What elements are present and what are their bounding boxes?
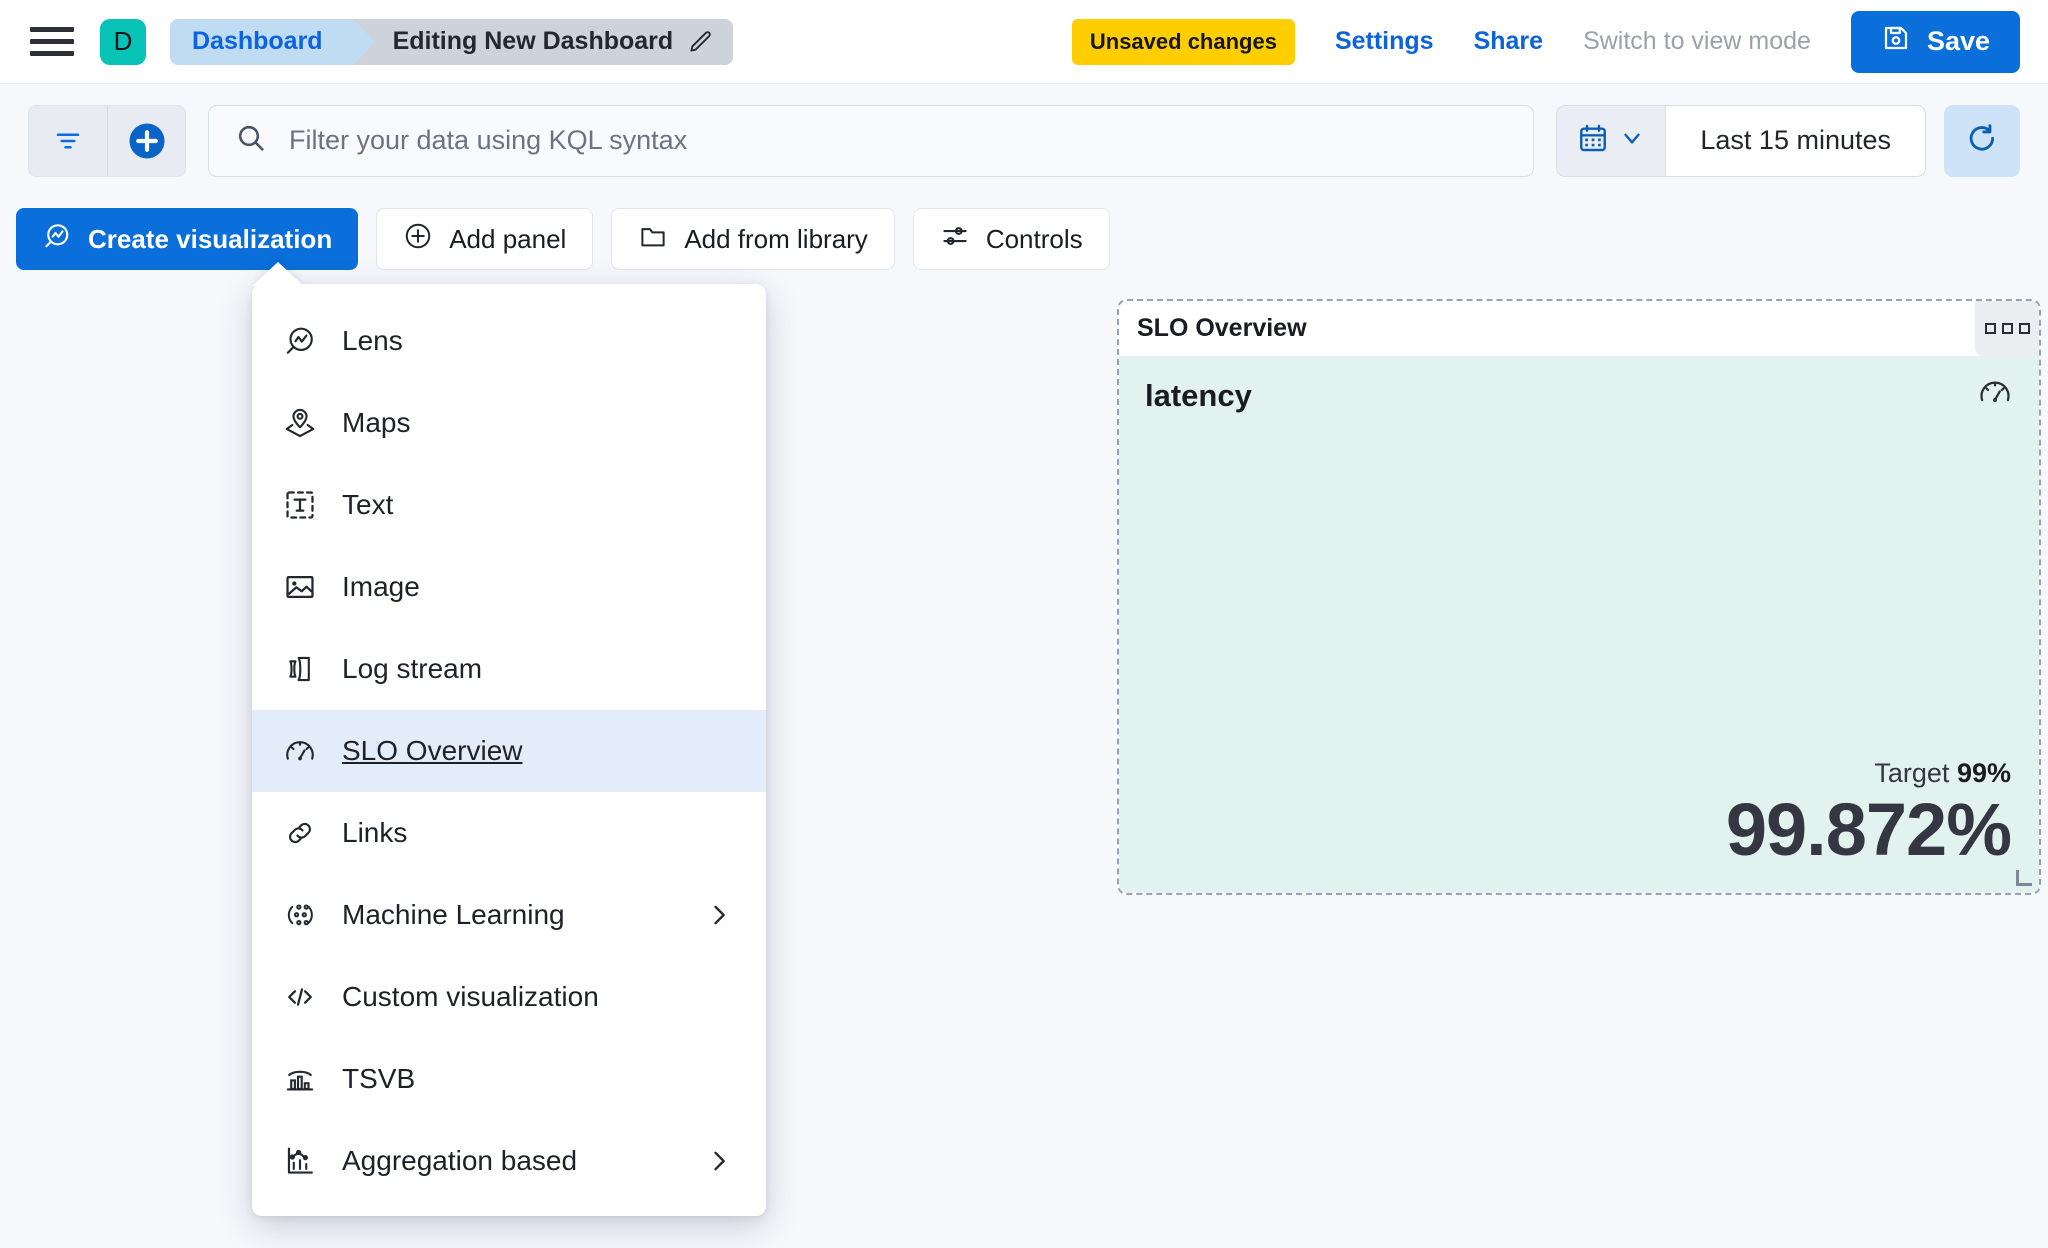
text-box-icon [280, 485, 320, 525]
controls-label: Controls [985, 223, 1083, 254]
search-input-placeholder: Filter your data using KQL syntax [289, 125, 688, 155]
gauge-icon [280, 731, 320, 771]
share-link[interactable]: Share [1473, 27, 1544, 55]
chevron-right-icon [704, 900, 734, 930]
search-input[interactable]: Filter your data using KQL syntax [208, 104, 1535, 177]
slo-name: latency [1145, 378, 1252, 413]
add-from-library-label: Add from library [684, 223, 868, 254]
breadcrumb-item-dashboard[interactable]: Dashboard [170, 18, 375, 65]
date-quick-select-button[interactable] [1557, 105, 1667, 176]
menu-item-slo-overview[interactable]: SLO Overview [252, 710, 766, 792]
link-icon [280, 813, 320, 853]
refresh-icon [1965, 122, 1999, 159]
panel-title: SLO Overview [1137, 314, 1307, 342]
menu-item-lens[interactable]: Lens [252, 300, 766, 382]
menu-item-label: Custom visualization [342, 981, 599, 1012]
avatar[interactable]: D [100, 18, 146, 65]
date-range-picker: Last 15 minutes [1556, 104, 1926, 177]
menu-item-links[interactable]: Links [252, 792, 766, 874]
hamburger-icon[interactable] [30, 19, 76, 65]
panel-options-icon[interactable] [1975, 301, 2039, 356]
add-filter-button[interactable] [107, 105, 185, 176]
breadcrumb-dashboard-label: Dashboard [192, 27, 323, 55]
menu-item-text[interactable]: Text [252, 464, 766, 546]
plus-circle-icon [403, 221, 433, 258]
top-header: D Dashboard Editing New Dashboard Unsave… [0, 0, 2048, 84]
lens-icon [280, 321, 320, 361]
menu-item-label: Machine Learning [342, 899, 565, 930]
create-visualization-label: Create visualization [88, 223, 333, 254]
menu-item-label: Links [342, 817, 408, 848]
slo-target-label: Target [1874, 758, 1950, 789]
filter-icon[interactable] [29, 106, 107, 176]
dashboard-panel-slo-overview[interactable]: SLO Overview latency Target 99% 99.872% [1117, 299, 2041, 895]
add-panel-label: Add panel [449, 223, 567, 254]
menu-item-maps[interactable]: Maps [252, 382, 766, 464]
add-panel-menu: Lens Maps Text [252, 284, 766, 1216]
breadcrumb-current-label: Editing New Dashboard [392, 27, 674, 55]
menu-item-label: Text [342, 489, 394, 520]
lens-icon [42, 221, 72, 258]
date-range-value[interactable]: Last 15 minutes [1700, 125, 1891, 155]
calendar-icon [1577, 122, 1609, 159]
tsvb-chart-icon [280, 1059, 320, 1099]
settings-link[interactable]: Settings [1334, 27, 1434, 55]
query-bar: Filter your data using KQL syntax [0, 85, 2048, 196]
menu-item-label: SLO Overview [342, 735, 523, 766]
chevron-right-icon [704, 1146, 734, 1176]
menu-item-log-stream[interactable]: Log stream [252, 628, 766, 710]
panel-body: latency Target 99% 99.872% [1119, 356, 2039, 893]
machine-learning-icon [280, 895, 320, 935]
menu-item-label: TSVB [342, 1063, 416, 1094]
menu-item-aggregation-based[interactable]: Aggregation based [252, 1120, 766, 1202]
slo-target: Target 99% [1726, 758, 2011, 789]
pencil-icon[interactable] [687, 29, 713, 55]
aggregation-chart-icon [280, 1141, 320, 1181]
slo-target-value: 99% [1956, 758, 2011, 789]
breadcrumb: Dashboard Editing New Dashboard [170, 18, 734, 65]
save-disk-icon [1881, 23, 1911, 60]
save-button-label: Save [1926, 26, 1990, 56]
slo-sli-value: 99.872% [1725, 788, 2012, 872]
save-button[interactable]: Save [1850, 10, 2020, 73]
editing-toolbar: Create visualization Add panel Add from … [0, 196, 2048, 282]
image-icon [280, 567, 320, 607]
add-from-library-button[interactable]: Add from library [611, 208, 895, 270]
controls-sliders-icon [940, 221, 970, 258]
log-stream-icon [280, 649, 320, 689]
slo-metrics: Target 99% 99.872% [1725, 758, 2012, 872]
status-badge-unsaved[interactable]: Unsaved changes [1071, 18, 1295, 65]
header-actions: Unsaved changes Settings Share Switch to… [1071, 10, 2048, 73]
menu-item-tsvb[interactable]: TSVB [252, 1038, 766, 1120]
create-visualization-button[interactable]: Create visualization [16, 208, 359, 270]
filter-group [28, 104, 186, 177]
chevron-down-icon [1619, 125, 1645, 156]
search-icon [235, 122, 267, 159]
map-marker-icon [280, 403, 320, 443]
panel-resize-handle[interactable] [2016, 870, 2032, 886]
menu-item-custom-visualization[interactable]: Custom visualization [252, 956, 766, 1038]
menu-item-label: Maps [342, 407, 411, 438]
popover-arrow [252, 262, 304, 286]
refresh-button[interactable] [1944, 104, 2020, 177]
avatar-letter: D [113, 26, 133, 56]
menu-item-label: Image [342, 571, 420, 602]
menu-item-label: Log stream [342, 653, 483, 684]
gauge-icon [1977, 374, 2013, 415]
switch-to-view-mode-link[interactable]: Switch to view mode [1583, 27, 1811, 55]
panel-header: SLO Overview [1119, 301, 2039, 356]
add-panel-button[interactable]: Add panel [376, 208, 594, 270]
controls-button[interactable]: Controls [912, 208, 1110, 270]
code-icon [280, 977, 320, 1017]
folder-icon [638, 221, 668, 258]
menu-item-machine-learning[interactable]: Machine Learning [252, 874, 766, 956]
menu-item-image[interactable]: Image [252, 546, 766, 628]
breadcrumb-item-current[interactable]: Editing New Dashboard [352, 18, 734, 65]
menu-item-label: Aggregation based [342, 1145, 578, 1176]
menu-item-label: Lens [342, 325, 403, 356]
